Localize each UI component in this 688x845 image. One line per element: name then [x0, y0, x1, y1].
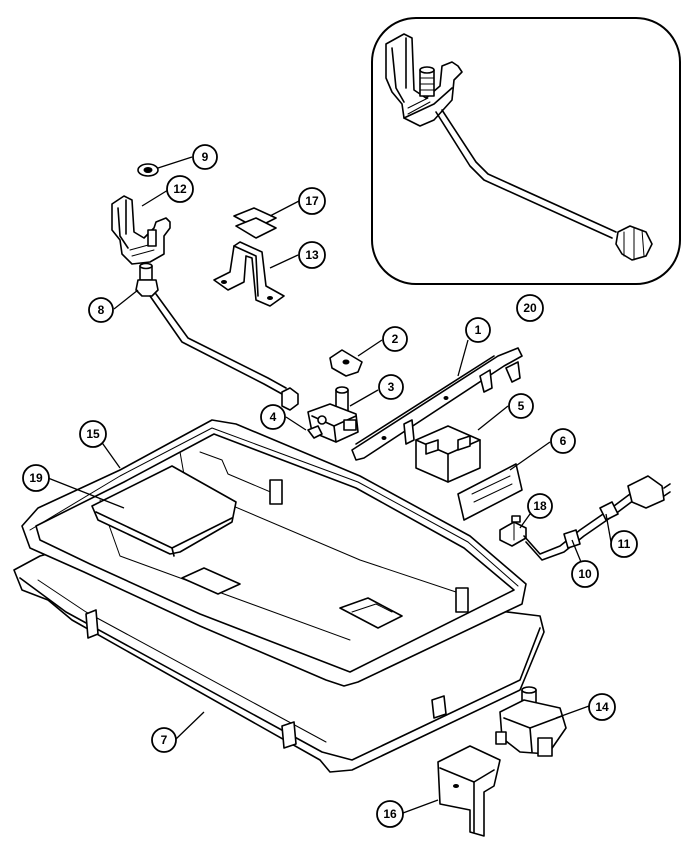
callout-18: 18: [527, 493, 553, 519]
svg-text:8: 8: [98, 303, 105, 317]
svg-text:5: 5: [518, 399, 525, 413]
callout-2: 2: [382, 326, 408, 352]
part-1-manifold-rail: [351, 347, 523, 461]
svg-text:7: 7: [161, 733, 168, 747]
svg-text:20: 20: [523, 301, 537, 315]
part-13-bracket: [213, 241, 285, 307]
callout-9: 9: [192, 144, 218, 170]
callout-20: 20: [516, 294, 544, 322]
svg-text:1: 1: [475, 323, 482, 337]
svg-text:19: 19: [29, 471, 43, 485]
part-4-screw: [307, 425, 323, 439]
part-6-plate: [457, 463, 523, 521]
callout-7: 7: [151, 727, 177, 753]
svg-text:13: 13: [305, 248, 319, 262]
callout-10: 10: [571, 560, 599, 588]
part-2-clip: [329, 349, 363, 377]
part-8-fitting-tube: [135, 262, 299, 411]
svg-text:2: 2: [392, 332, 399, 346]
part-12-bracket: [111, 195, 171, 265]
callout-12: 12: [166, 175, 194, 203]
callout-5: 5: [508, 393, 534, 419]
svg-text:4: 4: [270, 410, 277, 424]
callout-11: 11: [610, 530, 638, 558]
svg-text:12: 12: [173, 182, 187, 196]
svg-text:16: 16: [383, 807, 397, 821]
callout-6: 6: [550, 428, 576, 454]
callout-8: 8: [88, 297, 114, 323]
part-17-pads: [233, 207, 277, 239]
svg-text:9: 9: [202, 150, 209, 164]
callout-14: 14: [588, 693, 616, 721]
callout-3: 3: [378, 374, 404, 400]
callout-15: 15: [79, 420, 107, 448]
svg-text:6: 6: [560, 434, 567, 448]
part-9-washer: [137, 163, 159, 177]
part-10-11-power-cord: [523, 475, 671, 561]
svg-text:10: 10: [578, 567, 592, 581]
svg-text:17: 17: [305, 194, 319, 208]
cooktop-pan-assembly: [13, 419, 545, 773]
part-14-pressure-regulator: [495, 686, 567, 757]
inset-detail-box: [371, 17, 681, 285]
svg-text:11: 11: [618, 537, 631, 551]
callout-4: 4: [260, 404, 286, 430]
callout-19: 19: [22, 464, 50, 492]
part-16-bracket: [437, 745, 501, 837]
part-18-connector: [499, 515, 527, 547]
svg-text:3: 3: [388, 380, 395, 394]
svg-text:15: 15: [86, 427, 100, 441]
svg-text:14: 14: [595, 700, 609, 714]
callout-1: 1: [465, 317, 491, 343]
svg-text:18: 18: [533, 499, 547, 513]
callout-16: 16: [376, 800, 404, 828]
callout-13: 13: [298, 241, 326, 269]
callout-17: 17: [298, 187, 326, 215]
part-5-switch-block: [415, 425, 481, 483]
